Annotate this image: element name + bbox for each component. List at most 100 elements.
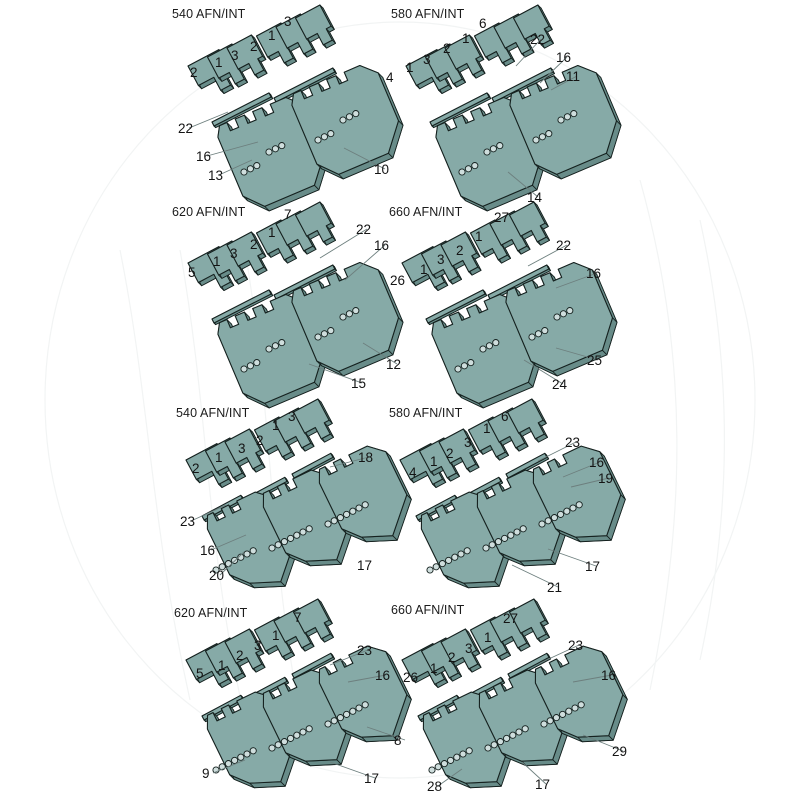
leader-line [515, 38, 542, 67]
pin-hole [458, 168, 466, 176]
pin-hole [438, 560, 446, 568]
leader-line [521, 761, 547, 785]
pin-hole [287, 734, 295, 742]
pin-hole [566, 307, 574, 315]
pin-hole [496, 738, 504, 746]
part-number-label: 3 [465, 641, 473, 656]
pin-hole [293, 531, 301, 539]
wedge-part [224, 628, 263, 670]
pin-hole [447, 756, 455, 764]
pin-hole [265, 148, 273, 156]
pin-hole [345, 310, 353, 318]
rod [505, 452, 548, 479]
pin-hole [519, 525, 527, 533]
pin-hole [314, 136, 322, 144]
part-number-label: 2 [236, 648, 244, 663]
leader-line [572, 674, 613, 683]
part-number-label: 1 [272, 418, 280, 433]
callout-number-label: 22 [356, 222, 372, 237]
pin-hole [243, 750, 251, 758]
pin-hole [457, 550, 465, 558]
callout-number-label: 17 [357, 558, 373, 573]
part-number-label: 4 [409, 465, 417, 480]
callout-number-label: 23 [357, 643, 373, 658]
pin-hole [546, 717, 554, 725]
leader-line [550, 75, 578, 91]
part-number-label: 5 [196, 666, 204, 681]
wedge-part [506, 398, 545, 440]
pin-hole [280, 538, 288, 546]
pin-hole [426, 566, 434, 574]
wedge-part [294, 201, 333, 243]
rod [273, 264, 336, 300]
pin-hole [274, 541, 282, 549]
wedge-part [292, 598, 331, 640]
pin-hole [324, 720, 332, 728]
pin-hole [253, 162, 261, 170]
rod [273, 67, 336, 103]
pin-hole [513, 528, 521, 536]
wedge-part [226, 231, 265, 273]
pin-hole [268, 544, 276, 552]
pin-hole [249, 747, 257, 755]
pin-hole [464, 165, 472, 173]
leader-line [344, 244, 386, 281]
pin-hole [484, 744, 492, 752]
pin-hole [336, 514, 344, 522]
pin-hole [352, 110, 360, 118]
part-number-label: 1 [213, 254, 221, 269]
callout-number-label: 16 [374, 238, 390, 253]
callout-number-label: 18 [358, 450, 374, 465]
pin-hole [320, 330, 328, 338]
pin-hole [559, 310, 567, 318]
panel-title: 580 AFN/INT [391, 7, 465, 21]
pin-hole [271, 145, 279, 153]
panel-title: 620 AFN/INT [172, 205, 246, 219]
pin-hole [293, 731, 301, 739]
leader-line [570, 477, 610, 488]
pin-hole [544, 517, 552, 525]
part-number-label: 1 [462, 31, 470, 46]
callout-number-label: 16 [556, 50, 572, 65]
pin-hole [278, 339, 286, 347]
callout-number-label: 8 [394, 733, 402, 748]
pin-hole [534, 330, 542, 338]
wedge-part [438, 428, 477, 470]
pin-hole [490, 741, 498, 749]
wedge-part [226, 34, 265, 76]
callout-number-label: 21 [547, 580, 563, 595]
leader-line [343, 147, 386, 170]
rod [291, 452, 334, 479]
leader-line [582, 734, 624, 752]
pin-hole [320, 133, 328, 141]
pin-hole [268, 744, 276, 752]
pin-hole [299, 528, 307, 536]
wedge-part [292, 398, 331, 440]
pin-hole [494, 538, 502, 546]
part-number-label: 7 [284, 207, 292, 222]
pin-hole [532, 136, 540, 144]
pin-hole [305, 725, 313, 733]
part-number-label: 4 [386, 70, 394, 85]
leader-line [188, 111, 229, 129]
callout-number-label: 14 [527, 190, 543, 205]
leader-line [562, 461, 601, 478]
pin-hole [563, 113, 571, 121]
leader-line [206, 141, 259, 157]
leader-line [329, 761, 376, 779]
callout-number-label: 22 [530, 32, 546, 47]
wedge-part [440, 628, 479, 670]
pin-hole [327, 130, 335, 138]
pin-hole [479, 345, 487, 353]
part-number-label: 1 [268, 28, 276, 43]
rod [211, 92, 272, 127]
part-number-label: 1 [406, 60, 414, 75]
part-number-label: 1 [483, 421, 491, 436]
pin-hole [237, 553, 245, 561]
pin-hole [557, 510, 565, 518]
pin-hole [324, 520, 332, 528]
